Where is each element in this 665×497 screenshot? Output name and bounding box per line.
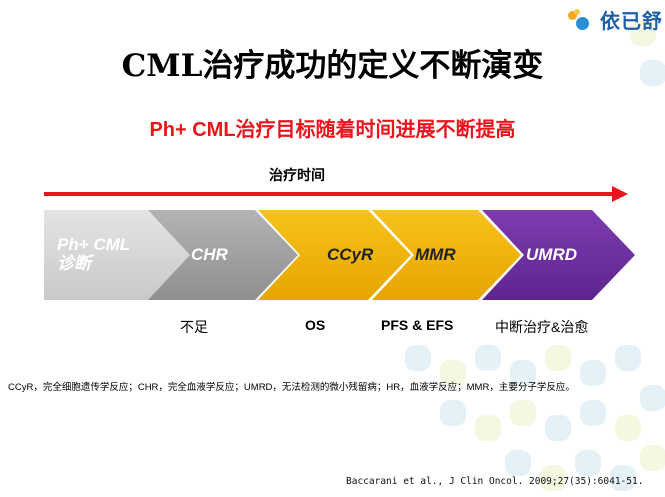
page-title: CML治疗成功的定义不断演变: [121, 48, 544, 84]
abbreviation-footnote: CCyR，完全细胞遗传学反应；CHR，完全血液学反应；UMRD，无法检测的微小残…: [8, 382, 575, 393]
logo-dots-icon: [568, 7, 598, 31]
outcome-insufficient: 不足: [180, 319, 208, 335]
stage-ccyr-shape: [258, 210, 411, 300]
stage-chr-label: CHR: [191, 245, 228, 264]
stage-umrd-shape: [482, 210, 635, 300]
brand-logo: 依已舒: [568, 6, 663, 33]
stage-mmr-label: MMR: [415, 245, 456, 264]
logo-text: 依已舒: [600, 8, 663, 33]
stage-diagnosis-label: Ph+ CML 诊断: [57, 235, 131, 273]
stage-ccyr-label: CCyR: [327, 245, 374, 264]
stage-mmr-shape: [372, 210, 521, 300]
subtitle: Ph+ CML治疗目标随着时间进展不断提高: [149, 119, 516, 141]
citation: Baccarani et al., J Clin Oncol. 2009;27(…: [346, 476, 644, 487]
stage-umrd-label: UMRD: [526, 245, 577, 264]
stage-chr-shape: [148, 210, 298, 300]
stage-diagnosis-shape: [44, 210, 208, 300]
outcome-cure: 中断治疗&治愈: [495, 319, 589, 335]
outcome-pfs-efs: PFS & EFS: [381, 317, 454, 333]
outcome-os: OS: [305, 317, 326, 333]
timeline-label: 治疗时间: [269, 167, 325, 183]
timeline-arrow: [44, 186, 628, 202]
